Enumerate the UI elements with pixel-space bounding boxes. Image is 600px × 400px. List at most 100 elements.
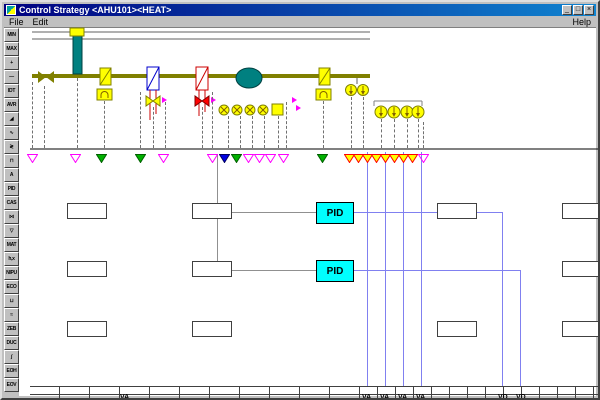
- signal-drop-line: [153, 107, 154, 148]
- io-block[interactable]: [562, 321, 598, 337]
- sensor-warning-icon[interactable]: [397, 150, 410, 164]
- io-block[interactable]: [67, 261, 107, 277]
- sensor-magenta-icon[interactable]: [277, 150, 290, 164]
- sensor-warning-icon[interactable]: [352, 150, 365, 164]
- tool-min[interactable]: MIN: [4, 28, 19, 42]
- io-block[interactable]: [192, 261, 232, 277]
- tool-duc[interactable]: DUC: [4, 336, 19, 350]
- sensor-green-icon[interactable]: [316, 150, 329, 164]
- sensor-warning-icon[interactable]: [343, 150, 356, 164]
- app-icon: [6, 5, 16, 15]
- close-button[interactable]: ×: [584, 5, 594, 15]
- tool-eco[interactable]: ECO: [4, 280, 19, 294]
- tool-max[interactable]: MAX: [4, 42, 19, 56]
- connection-wire: [354, 212, 502, 213]
- io-point-label: VA: [380, 394, 390, 400]
- signal-drop-line: [202, 107, 203, 148]
- tool-cas[interactable]: CAS: [4, 196, 19, 210]
- tool-triangle-icon[interactable]: ▽: [4, 224, 19, 238]
- tool-zeb[interactable]: ZEB: [4, 322, 19, 336]
- sensor-magenta-icon[interactable]: [417, 150, 430, 164]
- signal-drop-line: [418, 119, 419, 148]
- tool-plus[interactable]: +: [4, 56, 19, 70]
- sensor-warning-icon[interactable]: [379, 150, 392, 164]
- signal-drop-line: [228, 116, 229, 148]
- tool-nipu[interactable]: NIPU: [4, 266, 19, 280]
- signal-drop-line: [252, 116, 253, 148]
- minimize-button[interactable]: _: [562, 5, 572, 15]
- menu-help[interactable]: Help: [572, 16, 591, 27]
- io-strip-cells-right: [360, 386, 598, 398]
- menubar: File Edit Help: [4, 16, 596, 28]
- pid-block-2[interactable]: PID: [316, 260, 354, 282]
- tool-limit-icon[interactable]: —: [4, 70, 19, 84]
- sensor-magenta-icon[interactable]: [26, 150, 39, 164]
- sensor-magenta-icon[interactable]: [157, 150, 170, 164]
- io-block[interactable]: [437, 321, 477, 337]
- tool-eov[interactable]: EOV: [4, 378, 19, 392]
- sensor-magenta-icon[interactable]: [206, 150, 219, 164]
- sensor-green-icon[interactable]: [134, 150, 147, 164]
- tool-int-icon[interactable]: ∫: [4, 350, 19, 364]
- sensor-magenta-icon[interactable]: [69, 150, 82, 164]
- tool-valve-icon[interactable]: ⋈: [4, 210, 19, 224]
- sensor-warning-icon[interactable]: [388, 150, 401, 164]
- io-block[interactable]: [67, 203, 107, 219]
- tool-hx[interactable]: h,x: [4, 252, 19, 266]
- menu-item-edit[interactable]: Edit: [32, 16, 49, 27]
- signal-drop-line: [278, 116, 279, 148]
- pid-block-1[interactable]: PID: [316, 202, 354, 224]
- tool-ad-icon[interactable]: A: [4, 168, 19, 182]
- sensor-magenta-icon[interactable]: [264, 150, 277, 164]
- sensor-magenta-icon[interactable]: [253, 150, 266, 164]
- io-block[interactable]: [67, 321, 107, 337]
- maximize-button[interactable]: □: [573, 5, 583, 15]
- io-point-label: VA: [120, 394, 130, 400]
- tool-ramp-icon[interactable]: ◢: [4, 112, 19, 126]
- signal-drop-line: [104, 101, 105, 148]
- signal-drop-line: [351, 97, 352, 148]
- sensor-warning-icon[interactable]: [370, 150, 383, 164]
- tool-pid[interactable]: PID: [4, 182, 19, 196]
- tool-compare-icon[interactable]: ≷: [4, 140, 19, 154]
- connection-wire: [403, 152, 404, 387]
- io-block[interactable]: [562, 203, 598, 219]
- io-block[interactable]: [192, 321, 232, 337]
- tool-sine-icon[interactable]: ≈: [4, 308, 19, 322]
- connection-wire: [520, 270, 521, 387]
- connection-wire: [421, 152, 422, 387]
- signal-drop-line: [32, 82, 33, 148]
- signal-drop-line: [323, 101, 324, 148]
- io-point-label: VD: [516, 394, 526, 400]
- signal-drop-line: [240, 116, 241, 148]
- sensor-warning-icon[interactable]: [361, 150, 374, 164]
- tool-idt[interactable]: IDT: [4, 84, 19, 98]
- signal-drop-line: [264, 116, 265, 148]
- io-block[interactable]: [437, 203, 477, 219]
- sensor-blue-icon[interactable]: [218, 150, 231, 164]
- tool-curve-icon[interactable]: ∿: [4, 126, 19, 140]
- sensor-magenta-icon[interactable]: [242, 150, 255, 164]
- connection-wire: [502, 212, 503, 387]
- signal-drop-line: [77, 78, 78, 148]
- tool-eoh[interactable]: EOH: [4, 364, 19, 378]
- signal-drop-line: [394, 119, 395, 148]
- tool-pulse-icon[interactable]: ⊔: [4, 294, 19, 308]
- sensor-warning-icon[interactable]: [406, 150, 419, 164]
- menu-item-file[interactable]: File: [9, 16, 24, 27]
- window-title: Control Strategy <AHU101><HEAT>: [19, 5, 172, 15]
- sensor-green-icon[interactable]: [95, 150, 108, 164]
- titlebar: Control Strategy <AHU101><HEAT> _ □ ×: [4, 4, 596, 16]
- signal-drop-line: [363, 97, 364, 148]
- io-point-label: VA: [362, 394, 372, 400]
- io-block[interactable]: [562, 261, 598, 277]
- tool-mat[interactable]: MAT: [4, 238, 19, 252]
- io-block[interactable]: [192, 203, 232, 219]
- sensor-green-icon[interactable]: [230, 150, 243, 164]
- tool-avr[interactable]: AVR: [4, 98, 19, 112]
- signal-drop-line: [407, 119, 408, 148]
- tool-step-icon[interactable]: ⊓: [4, 154, 19, 168]
